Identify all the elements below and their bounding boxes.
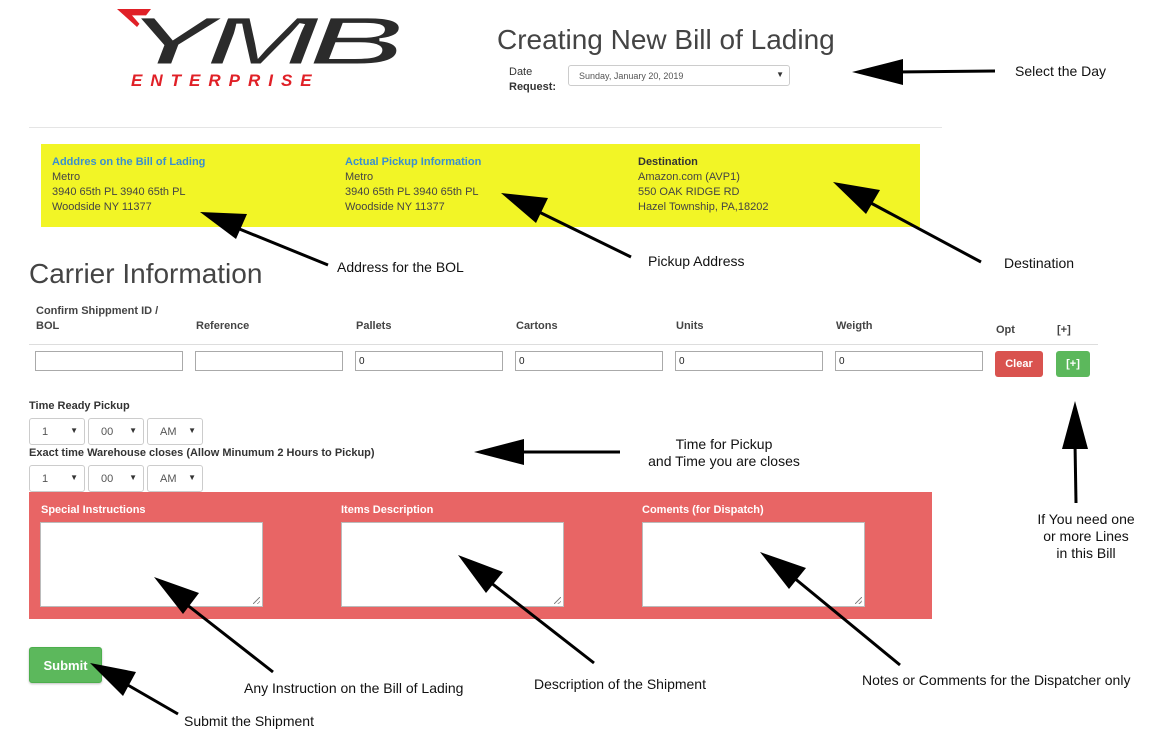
logo-mark: YMB — [117, 9, 399, 71]
arrow-notes — [792, 575, 901, 667]
date-request-label: Date Request: — [509, 66, 557, 93]
close-minute-select[interactable]: 00▼ — [88, 465, 144, 492]
note-pickup-address: Pickup Address — [648, 253, 745, 269]
comments-textarea[interactable] — [642, 522, 865, 607]
col-reference: Reference — [196, 320, 250, 332]
arrowhead-notes — [760, 552, 806, 589]
ready-minute-select[interactable]: 00▼ — [88, 418, 144, 445]
col-pallets: Pallets — [356, 320, 392, 332]
note-time: Time for Pickup and Time you are closes — [648, 436, 800, 469]
arrow-pickup-address — [536, 209, 632, 259]
page-title: Creating New Bill of Lading — [497, 24, 835, 55]
ready-ampm-select[interactable]: AM▼ — [147, 418, 203, 445]
col-units: Units — [676, 320, 704, 332]
arrowhead-time — [474, 439, 524, 465]
arrowhead-destination — [833, 182, 880, 214]
resize-grip-icon[interactable] — [554, 597, 561, 604]
note-select-day: Select the Day — [1015, 63, 1107, 79]
arrow-destination — [868, 200, 982, 264]
arrow-description — [489, 580, 595, 665]
ready-time-label: Time Ready Pickup — [29, 400, 130, 412]
address-panel: Adddres on the Bill of Lading Metro 3940… — [41, 144, 920, 227]
submit-button[interactable]: Submit — [29, 647, 102, 683]
col-add: [+] — [1057, 324, 1071, 336]
col-shipment-id: Confirm Shippment ID / BOL — [36, 305, 159, 332]
arrow-add-line — [1073, 442, 1078, 504]
resize-grip-icon[interactable] — [253, 597, 260, 604]
close-time-label: Exact time Warehouse closes (Allow Minum… — [29, 447, 375, 459]
carrier-section-title: Carrier Information — [29, 258, 263, 289]
logo-subtitle: ENTERPRISE — [131, 71, 320, 90]
shipment-id-input[interactable] — [35, 351, 183, 371]
arrow-instruction — [185, 602, 274, 674]
arrowhead-pickup-address — [501, 193, 548, 223]
date-request-value: Sunday, January 20, 2019 — [579, 71, 684, 81]
items-description-label: Items Description — [341, 504, 434, 516]
note-notes: Notes or Comments for the Dispatcher onl… — [862, 672, 1131, 688]
special-instructions-label: Special Instructions — [41, 504, 146, 516]
note-add-line: If You need one or more Lines in this Bi… — [1037, 511, 1135, 561]
close-hour-select[interactable]: 1▼ — [29, 465, 85, 492]
arrowhead-instruction — [154, 577, 199, 614]
arrowhead-bill-address — [200, 212, 247, 239]
arrow-select-day — [894, 69, 996, 74]
close-ampm-select[interactable]: AM▼ — [147, 465, 203, 492]
date-request-select[interactable]: Sunday, January 20, 2019 ▼ — [568, 65, 790, 86]
pallets-input[interactable] — [355, 351, 503, 371]
header-divider — [29, 127, 942, 128]
reference-input[interactable] — [195, 351, 343, 371]
chevron-down-icon: ▼ — [188, 473, 196, 482]
chevron-down-icon: ▼ — [188, 426, 196, 435]
ready-hour-select[interactable]: 1▼ — [29, 418, 85, 445]
company-logo: YMB ENTERPRISE — [117, 9, 399, 90]
arrowhead-select-day — [852, 59, 903, 85]
chevron-down-icon: ▼ — [129, 426, 137, 435]
items-description-textarea[interactable] — [341, 522, 564, 607]
add-row-button[interactable]: [+] — [1056, 351, 1090, 377]
col-weight: Weigth — [836, 320, 873, 332]
units-input[interactable] — [675, 351, 823, 371]
note-address-bol: Address for the BOL — [337, 259, 464, 275]
col-opt: Opt — [996, 324, 1015, 336]
arrowhead-submit — [90, 663, 136, 696]
col-cartons: Cartons — [516, 320, 558, 332]
note-description: Description of the Shipment — [534, 676, 706, 692]
chevron-down-icon: ▼ — [70, 426, 78, 435]
table-header-divider — [29, 344, 1098, 345]
note-destination: Destination — [1004, 255, 1075, 271]
svg-text:YMB: YMB — [125, 9, 399, 71]
chevron-down-icon: ▼ — [129, 473, 137, 482]
special-instructions-textarea[interactable] — [40, 522, 263, 607]
arrow-bill-address — [236, 226, 329, 267]
arrow-submit — [125, 682, 179, 716]
cartons-input[interactable] — [515, 351, 663, 371]
note-submit: Submit the Shipment — [184, 713, 314, 729]
destination-address: Destination Amazon.com (AVP1) 550 OAK RI… — [638, 156, 769, 213]
clear-row-button[interactable]: Clear — [995, 351, 1043, 377]
pickup-address: Actual Pickup Information Metro 3940 65t… — [345, 156, 482, 213]
resize-grip-icon[interactable] — [855, 597, 862, 604]
arrowhead-add-line — [1062, 401, 1088, 449]
bill-address: Adddres on the Bill of Lading Metro 3940… — [52, 156, 206, 213]
weight-input[interactable] — [835, 351, 983, 371]
chevron-down-icon: ▼ — [70, 473, 78, 482]
note-instruction: Any Instruction on the Bill of Lading — [244, 680, 464, 696]
arrowhead-description — [458, 555, 503, 593]
comments-label: Coments (for Dispatch) — [642, 504, 764, 516]
chevron-down-icon: ▼ — [776, 70, 784, 79]
